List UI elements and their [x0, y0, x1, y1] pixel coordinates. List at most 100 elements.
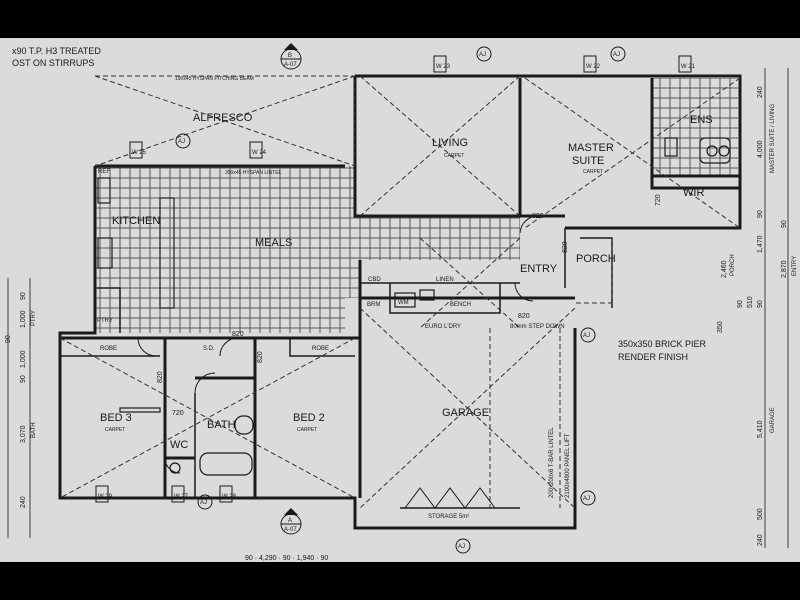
section-marker-top: B A-07	[280, 43, 302, 70]
dim-820d: 820	[157, 371, 164, 383]
dim-820e: 820	[257, 351, 264, 363]
window-w27: W 27	[174, 494, 189, 500]
dim-left-90c: 90	[20, 375, 27, 383]
dim-right-240: 240	[757, 86, 764, 98]
dim-right-2870-sub: ENTRY	[792, 256, 798, 276]
section-a-label: A	[288, 518, 292, 524]
dim-bottom: 90 · 4,290 · 90 · 1,940 · 90	[245, 555, 328, 562]
lift-note: 2100x4800 PANEL LIFT	[565, 433, 571, 498]
walls	[58, 74, 742, 530]
beam-note-1: x90 T.P. H3 TREATED	[12, 46, 101, 56]
dim-right-90b: 90	[781, 220, 788, 228]
room-alfresco: ALFRESCO	[193, 112, 253, 124]
dim-right-4000: 4,000	[757, 140, 764, 158]
dim-right-2460-sub: PORCH	[730, 254, 736, 276]
aj-label-1: AJ	[479, 52, 486, 58]
kitchen-fixtures	[97, 137, 731, 476]
dim-820a: 820	[532, 213, 544, 220]
pitching-beam-label: 190x45 HYSPAN PITCHING BEAM	[175, 76, 254, 82]
section-b-label: B	[288, 53, 292, 59]
dim-right-350: 350	[717, 321, 724, 333]
smoke-detector-label: S.D.	[203, 346, 215, 352]
room-meals: MEALS	[255, 237, 292, 249]
dim-right-510: 510	[747, 296, 754, 308]
window-w24: W 24	[252, 150, 267, 156]
dim-820b: 820	[562, 241, 569, 253]
room-entry: ENTRY	[520, 263, 558, 275]
aj-label-3: AJ	[178, 139, 185, 145]
dim-left-240: 240	[20, 496, 27, 508]
room-wc: WC	[170, 439, 188, 451]
meals-lintel-label: 350x45 HYSPAN LINTEL	[225, 170, 282, 176]
dim-right-4000-sub: MASTER SUITE / LIVING	[770, 104, 776, 173]
dim-right-500: 500	[757, 508, 764, 520]
room-bed2-floor: CARPET	[297, 427, 317, 433]
room-wir: WIR	[683, 187, 704, 199]
internal-walls	[60, 228, 613, 509]
room-master-2: SUITE	[572, 155, 604, 167]
dim-right-240b: 240	[757, 534, 764, 546]
window-w21: W 21	[681, 64, 696, 70]
section-a-ref: A-07	[284, 527, 297, 533]
room-robe-2: ROBE	[312, 346, 329, 352]
room-living: LIVING	[432, 137, 468, 149]
room-bench: BENCH	[450, 302, 471, 308]
room-wm: WM	[398, 300, 409, 306]
section-marker-bottom: A A-07	[280, 508, 302, 535]
dim-left-bath: BATH	[31, 422, 37, 438]
floor-plan-sheet: x90 T.P. H3 TREATED OST ON STIRRUPS 190x…	[0, 38, 800, 562]
room-kitchen: KITCHEN	[112, 215, 160, 227]
room-euro-ldry: EURO L'DRY	[425, 324, 461, 330]
aj-label-4: AJ	[583, 333, 590, 339]
room-storage: STORAGE 5m²	[428, 514, 469, 520]
dim-right-2460: 2,460	[721, 260, 728, 278]
window-w29: W 29	[98, 494, 113, 500]
dim-820c: 820	[232, 331, 244, 338]
room-bath: BATH	[207, 419, 236, 431]
dim-right-90d: 90	[757, 300, 764, 308]
dim-left-90a: 90	[20, 292, 27, 300]
room-bed3: BED 3	[100, 412, 132, 424]
dim-right-5410-sub: GARAGE	[770, 407, 776, 433]
aj-label-7: AJ	[583, 496, 590, 502]
beam-note-2: OST ON STIRRUPS	[12, 58, 94, 68]
window-w28: W 28	[222, 494, 237, 500]
room-porch: PORCH	[576, 253, 616, 265]
window-w23: W 23	[436, 64, 451, 70]
left-dimension-line	[7, 278, 31, 538]
room-linen: LINEN	[436, 277, 454, 283]
tiled-floor	[95, 166, 520, 333]
room-robe-1: ROBE	[100, 346, 117, 352]
section-b-ref: A-07	[284, 62, 297, 68]
room-master-floor: CARPET	[583, 169, 603, 175]
window-w25: W 25	[132, 150, 147, 156]
window-tags: W 23 W 22 W 21 W 25 W 24 W 27 W 28 W 29	[95, 55, 696, 503]
right-dimension-line	[764, 68, 789, 548]
aj-label-2: AJ	[613, 52, 620, 58]
room-ptry: PTRY	[97, 318, 113, 324]
pier-note-2: RENDER FINISH	[618, 352, 688, 362]
dim-left-3070: 3,070	[20, 425, 27, 443]
room-garage: GARAGE	[442, 407, 489, 419]
tiled-floor-ens	[652, 78, 738, 176]
dim-left-90b: 90	[5, 335, 12, 343]
dim-right-90a: 90	[757, 210, 764, 218]
hidden-lines	[59, 75, 741, 509]
room-cbd: CBD	[368, 277, 381, 283]
aj-markers	[175, 46, 626, 554]
dim-720a: 720	[172, 410, 184, 417]
pier-note-1: 350x350 BRICK PIER	[618, 339, 707, 349]
dim-left-1000: 1,000	[20, 310, 27, 328]
lintel-note: 200x200x6 T-BAR LINTEL	[549, 427, 555, 498]
room-living-floor: CARPET	[444, 153, 464, 159]
dim-left-1000b: 1,000	[20, 350, 27, 368]
aj-label-6: AJ	[458, 544, 465, 550]
room-bed3-floor: CARPET	[105, 427, 125, 433]
step-down-note: 80mm STEP DOWN	[510, 324, 565, 330]
dim-right-5410: 5,410	[757, 420, 764, 438]
room-bed2: BED 2	[293, 412, 325, 424]
dim-right-2870: 2,870	[781, 260, 788, 278]
dim-right-90c: 90	[737, 300, 744, 308]
dim-right-1470: 1,470	[757, 235, 764, 253]
floor-plan: x90 T.P. H3 TREATED OST ON STIRRUPS 190x…	[5, 43, 798, 562]
